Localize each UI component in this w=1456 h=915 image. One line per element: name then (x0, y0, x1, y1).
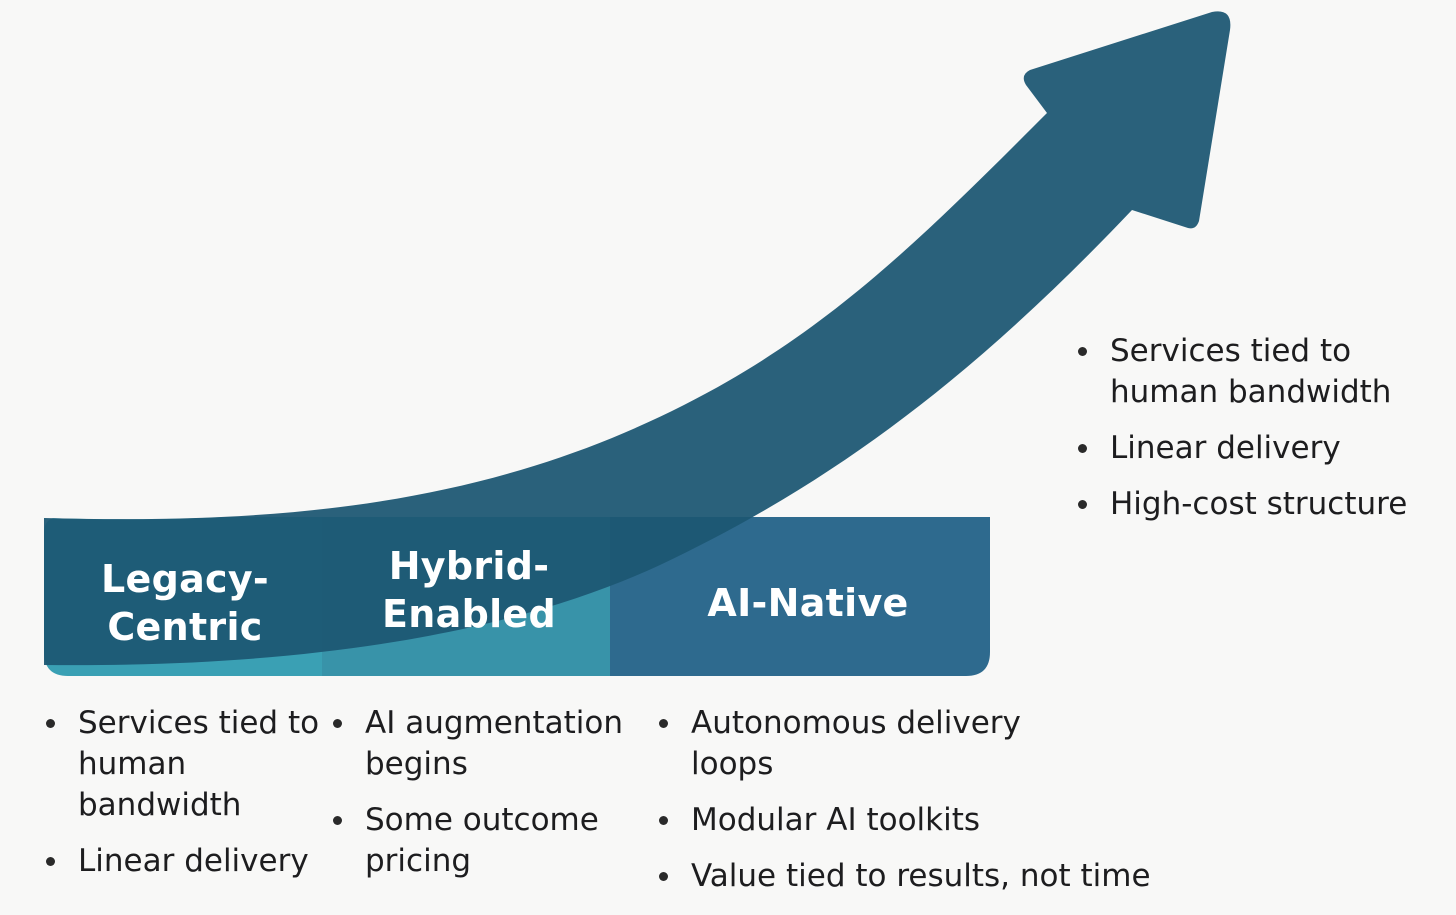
stage-label-hybrid-enabled: Hybrid- Enabled (382, 544, 556, 636)
legacy-bullet-list: Services tied to human bandwidth Linear … (44, 703, 329, 897)
list-item: AI augmentation begins (331, 703, 651, 785)
stage-label-ai-native: AI-Native (707, 581, 909, 625)
list-item: Some outcome pricing (331, 800, 651, 882)
list-item: Modular AI toolkits (657, 800, 1217, 841)
list-item: Linear delivery (44, 841, 329, 882)
hybrid-bullet-list: AI augmentation begins Some outcome pric… (331, 703, 651, 897)
native-bullet-list: Autonomous delivery loops Modular AI too… (657, 703, 1217, 912)
list-item: Autonomous delivery loops (657, 703, 1051, 785)
list-item: Value tied to results, not time (657, 856, 1217, 897)
list-item: High-cost structure (1076, 484, 1446, 525)
stage-label-legacy-centric: Legacy- Centric (101, 557, 269, 649)
side-note-bullet-list: Services tied to human bandwidth Linear … (1076, 331, 1446, 540)
list-item: Linear delivery (1076, 428, 1446, 469)
list-item: Services tied to human bandwidth (1076, 331, 1410, 413)
list-item: Services tied to human bandwidth (44, 703, 329, 826)
growth-arrow-body (44, 11, 1231, 666)
